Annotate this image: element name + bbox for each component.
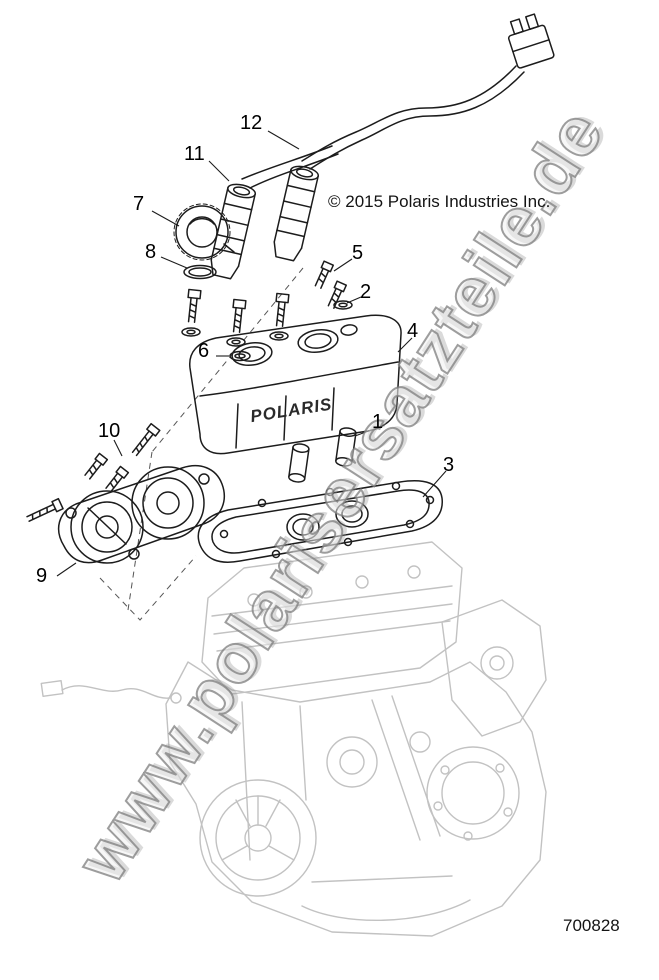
callout-5: 5 [352, 242, 364, 264]
callout-1: 1 [372, 411, 384, 433]
gasket-drawing [197, 480, 443, 563]
harness-connector-drawing [507, 13, 555, 69]
callout-3: 3 [443, 454, 455, 476]
valve-cover-drawing: POLARIS [189, 314, 402, 455]
drawing-number: 700828 [563, 916, 620, 935]
spark-plug-boot-left-drawing [210, 183, 257, 280]
cover-bolts-drawing [181, 288, 290, 347]
copyright-text: © 2015 Polaris Industries Inc. [328, 192, 551, 211]
spark-plug-wires-drawing [241, 65, 525, 189]
callout-4: 4 [407, 320, 419, 342]
cover-embossed-text: POLARIS [249, 394, 334, 426]
engine-block-drawing [40, 541, 547, 937]
callout-7: 7 [133, 193, 145, 215]
spark-plug-boot-right-drawing [273, 165, 320, 262]
plug-tubes-drawing [288, 427, 357, 483]
small-bolts-drawing [314, 260, 353, 310]
o-ring-drawing [183, 264, 217, 280]
callout-12: 12 [240, 112, 263, 134]
alignment-dashes [99, 267, 304, 621]
leader-lines [56, 130, 447, 577]
callout-8: 8 [145, 241, 157, 263]
callout-2: 2 [360, 281, 372, 303]
callout-6: 6 [198, 340, 210, 362]
callout-9: 9 [36, 565, 48, 587]
throttle-bolts-drawing [26, 422, 161, 522]
callout-11: 11 [184, 143, 205, 165]
callout-10: 10 [98, 420, 121, 442]
oil-cap-drawing [173, 203, 235, 261]
throttle-body-drawing [57, 464, 226, 564]
parts-drawing: POLARIS [26, 13, 555, 564]
